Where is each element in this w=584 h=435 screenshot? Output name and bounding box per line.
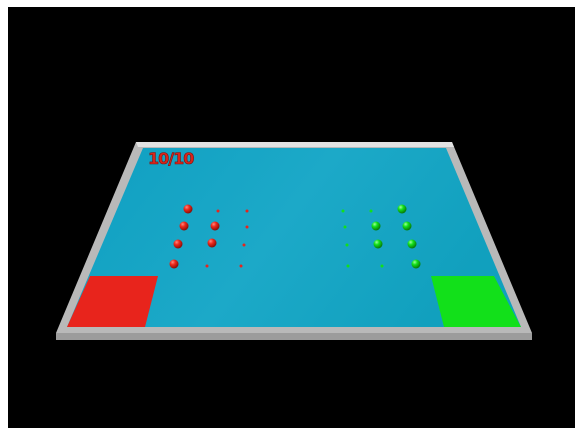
arena-scene: 10/10 [56, 142, 532, 340]
green-ball[interactable] [397, 204, 407, 214]
arena-wall-top-rim [136, 142, 454, 147]
red-team-balls [169, 204, 249, 269]
green-ball[interactable] [371, 221, 381, 231]
green-ball-small[interactable] [345, 243, 349, 247]
game-viewport[interactable]: 10/10 [8, 7, 575, 428]
score-counter: 10/10 [148, 149, 194, 168]
green-ball-small[interactable] [380, 264, 384, 268]
red-ball[interactable] [173, 239, 183, 249]
red-ball[interactable] [183, 204, 193, 214]
red-ball[interactable] [179, 221, 189, 231]
red-ball-small[interactable] [245, 209, 249, 213]
arena-wall-front [56, 333, 532, 340]
green-ball[interactable] [402, 221, 412, 231]
green-ball-small[interactable] [369, 209, 373, 213]
red-ball-small[interactable] [242, 243, 246, 247]
red-ball[interactable] [169, 259, 179, 269]
arena-floor [67, 148, 521, 327]
red-ball-small[interactable] [239, 264, 243, 268]
red-ball[interactable] [207, 238, 217, 248]
red-ball[interactable] [210, 221, 220, 231]
red-ball-small[interactable] [245, 225, 249, 229]
green-goal-zone [431, 276, 521, 327]
red-ball-small[interactable] [216, 209, 220, 213]
green-ball[interactable] [411, 259, 421, 269]
red-goal-zone [67, 276, 158, 327]
green-ball[interactable] [373, 239, 383, 249]
green-ball-small[interactable] [343, 225, 347, 229]
green-team-balls [341, 204, 421, 269]
red-ball-small[interactable] [205, 264, 209, 268]
green-ball-small[interactable] [346, 264, 350, 268]
green-ball-small[interactable] [341, 209, 345, 213]
green-ball[interactable] [407, 239, 417, 249]
